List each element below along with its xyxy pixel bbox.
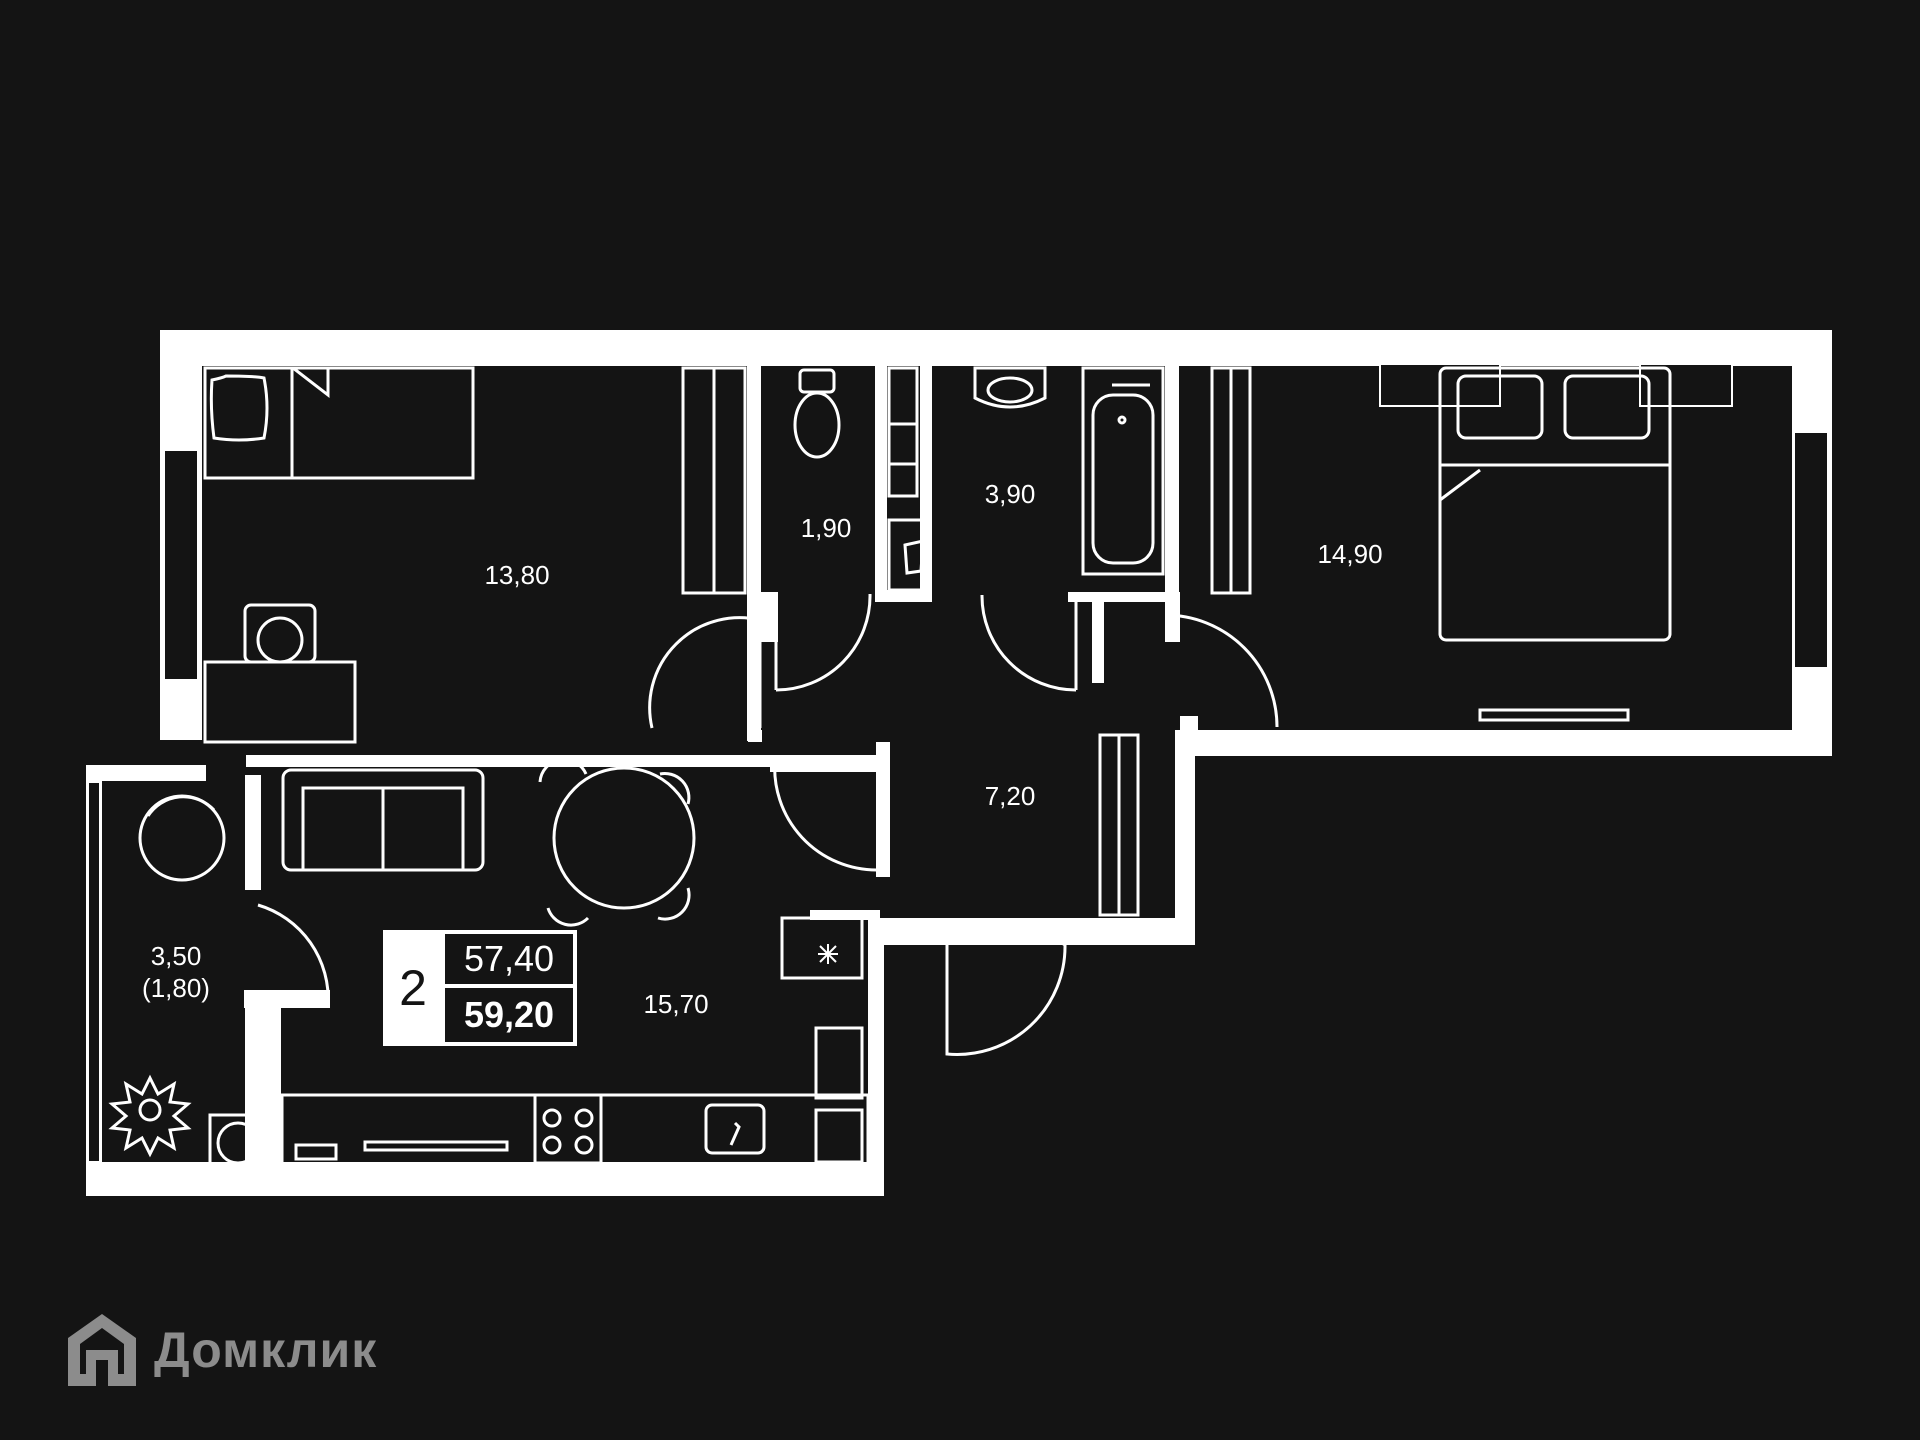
snowflake-icon [818,944,838,964]
room-area-hallway: 7,20 [984,781,1036,811]
room-area-bedroom-right: 14,90 [1317,539,1383,569]
brand-watermark: Домклик [64,1310,377,1390]
windows [87,363,1829,1163]
room-area-bedroom-left: 13,80 [484,560,550,590]
bedroom-left-furniture [203,366,747,744]
hallway-closet [1098,733,1140,917]
room-area-bathroom: 3,90 [984,479,1036,509]
house-logo-icon [68,1314,136,1386]
total-area: 59,20 [445,988,573,1042]
kitchen-living-furniture [280,757,870,1167]
bathroom-fixtures [973,366,1165,576]
toilet-fixture [793,366,931,592]
plant-icon [108,1074,192,1158]
walls [86,330,1832,1196]
living-area: 57,40 [445,934,573,984]
rooms-count: 2 [399,960,427,1016]
balcony-furniture [138,794,268,1173]
room-area-balcony: 3,50 (1,80) [142,941,210,1003]
apartment-summary-badge: 2 57,40 59,20 [383,930,577,1046]
bedroom-right-furniture [1210,366,1672,722]
room-area-kitchen-living: 15,70 [643,989,709,1019]
brand-name: Домклик [154,1322,378,1378]
room-area-toilet: 1,90 [800,513,852,543]
doors [257,593,1279,1056]
